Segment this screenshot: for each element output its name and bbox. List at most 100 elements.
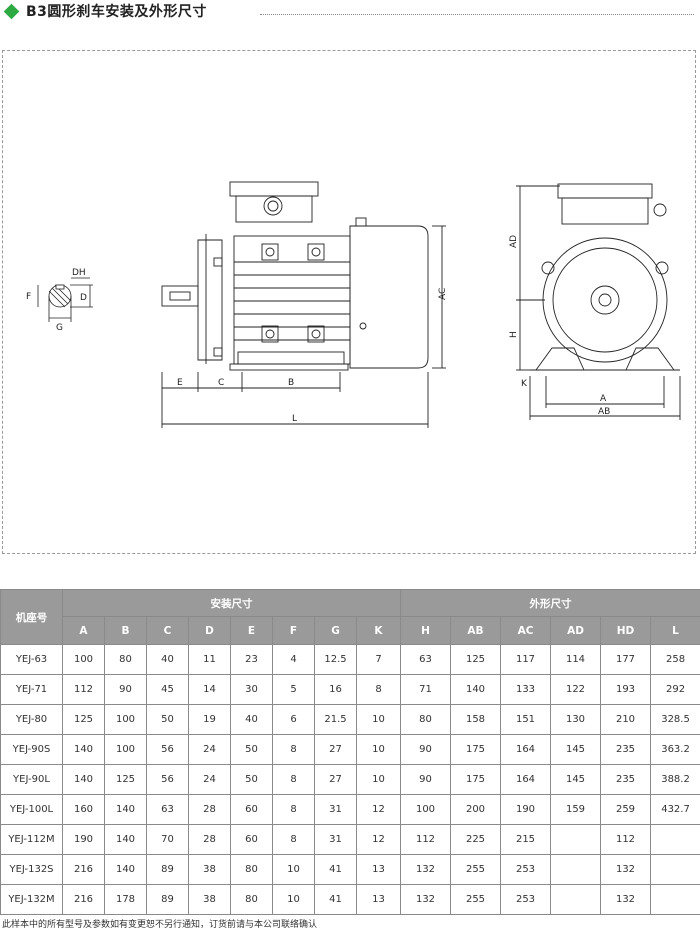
table-cell: 258	[649, 644, 700, 675]
table-cell: 10	[356, 734, 401, 765]
frame-size-cell: YEJ-90S	[0, 734, 63, 765]
label-f: F	[26, 292, 31, 302]
table-cell: 45	[146, 674, 189, 705]
table-cell: 132	[600, 884, 651, 915]
table-cell: 177	[600, 644, 651, 675]
table-cell: 253	[500, 884, 551, 915]
table-cell: 12	[356, 824, 401, 855]
table-cell: 80	[230, 854, 273, 885]
table-cell: 63	[400, 644, 451, 675]
table-cell: 50	[230, 734, 273, 765]
table-cell: 292	[649, 674, 700, 705]
column-header: H	[400, 616, 451, 645]
label-d: D	[80, 293, 87, 303]
table-cell: 14	[188, 674, 231, 705]
table-cell: 216	[62, 884, 105, 915]
table-cell: 40	[146, 644, 189, 675]
table-cell: 164	[500, 734, 551, 765]
table-cell: 41	[314, 884, 357, 915]
table-cell: 10	[356, 764, 401, 795]
motor-dimension-drawing: DH F D G	[26, 181, 681, 428]
table-cell: 8	[356, 674, 401, 705]
table-cell: 151	[500, 704, 551, 735]
table-cell: 27	[314, 764, 357, 795]
column-header: D	[188, 616, 231, 645]
table-cell: 4	[272, 644, 315, 675]
label-e: E	[177, 378, 183, 388]
frame-size-cell: YEJ-80	[0, 704, 63, 735]
table-cell: 432.7	[649, 794, 700, 825]
table-cell: 27	[314, 734, 357, 765]
frame-size-cell: YEJ-132M	[0, 884, 63, 915]
table-cell: 112	[600, 824, 651, 855]
table-cell: 114	[550, 644, 601, 675]
label-ab: AB	[598, 407, 610, 417]
table-cell	[649, 824, 700, 855]
label-b: B	[288, 378, 294, 388]
table-cell: 8	[272, 794, 315, 825]
column-header: K	[356, 616, 401, 645]
label-ad: AD	[509, 235, 519, 248]
frame-size-cell: YEJ-100L	[0, 794, 63, 825]
table-cell: 10	[272, 884, 315, 915]
table-cell	[649, 854, 700, 885]
table-cell	[550, 824, 601, 855]
table-cell: 133	[500, 674, 551, 705]
table-cell: 70	[146, 824, 189, 855]
table-cell: 140	[62, 734, 105, 765]
frame-size-cell: YEJ-90L	[0, 764, 63, 795]
group-outline: 外形尺寸	[399, 589, 700, 617]
table-cell: 38	[188, 854, 231, 885]
table-cell: 130	[550, 704, 601, 735]
table-cell: 122	[550, 674, 601, 705]
table-cell: 80	[230, 884, 273, 915]
column-header: A	[62, 616, 105, 645]
column-header: HD	[600, 616, 651, 645]
table-cell: 24	[188, 734, 231, 765]
table-cell: 19	[188, 704, 231, 735]
label-h: H	[509, 331, 519, 338]
table-cell: 178	[104, 884, 147, 915]
table-cell: 125	[104, 764, 147, 795]
group-install: 安装尺寸	[62, 589, 401, 617]
table-cell: 10	[272, 854, 315, 885]
table-cell: 41	[314, 854, 357, 885]
table-cell: 71	[400, 674, 451, 705]
footer-note: 此样本中的所有型号及参数如有变更恕不另行通知，订货前请与本公司联络确认	[2, 920, 318, 930]
table-cell: 90	[400, 764, 451, 795]
column-header: E	[230, 616, 273, 645]
table-cell: 60	[230, 794, 273, 825]
table-cell: 193	[600, 674, 651, 705]
frame-size-cell: YEJ-112M	[0, 824, 63, 855]
label-dh: DH	[72, 268, 86, 278]
column-header: F	[272, 616, 315, 645]
table-cell: 30	[230, 674, 273, 705]
table-cell: 259	[600, 794, 651, 825]
column-header: B	[104, 616, 147, 645]
motor-end-view	[516, 183, 681, 420]
table-cell	[550, 854, 601, 885]
frame-size-cell: YEJ-71	[0, 674, 63, 705]
label-l: L	[292, 414, 297, 424]
table-cell: 28	[188, 824, 231, 855]
table-cell: 100	[104, 734, 147, 765]
table-cell: 50	[230, 764, 273, 795]
column-header: G	[314, 616, 357, 645]
table-cell: 125	[450, 644, 501, 675]
section-header: B3圆形刹车安装及外形尺寸	[0, 0, 700, 34]
table-cell: 8	[272, 734, 315, 765]
table-cell: 175	[450, 764, 501, 795]
column-header: L	[649, 616, 700, 645]
frame-size-cell: YEJ-132S	[0, 854, 63, 885]
table-cell: 255	[450, 854, 501, 885]
table-cell: 225	[450, 824, 501, 855]
table-cell: 16	[314, 674, 357, 705]
motor-side-view	[161, 181, 446, 428]
table-cell: 216	[62, 854, 105, 885]
drawing-frame	[2, 50, 696, 554]
